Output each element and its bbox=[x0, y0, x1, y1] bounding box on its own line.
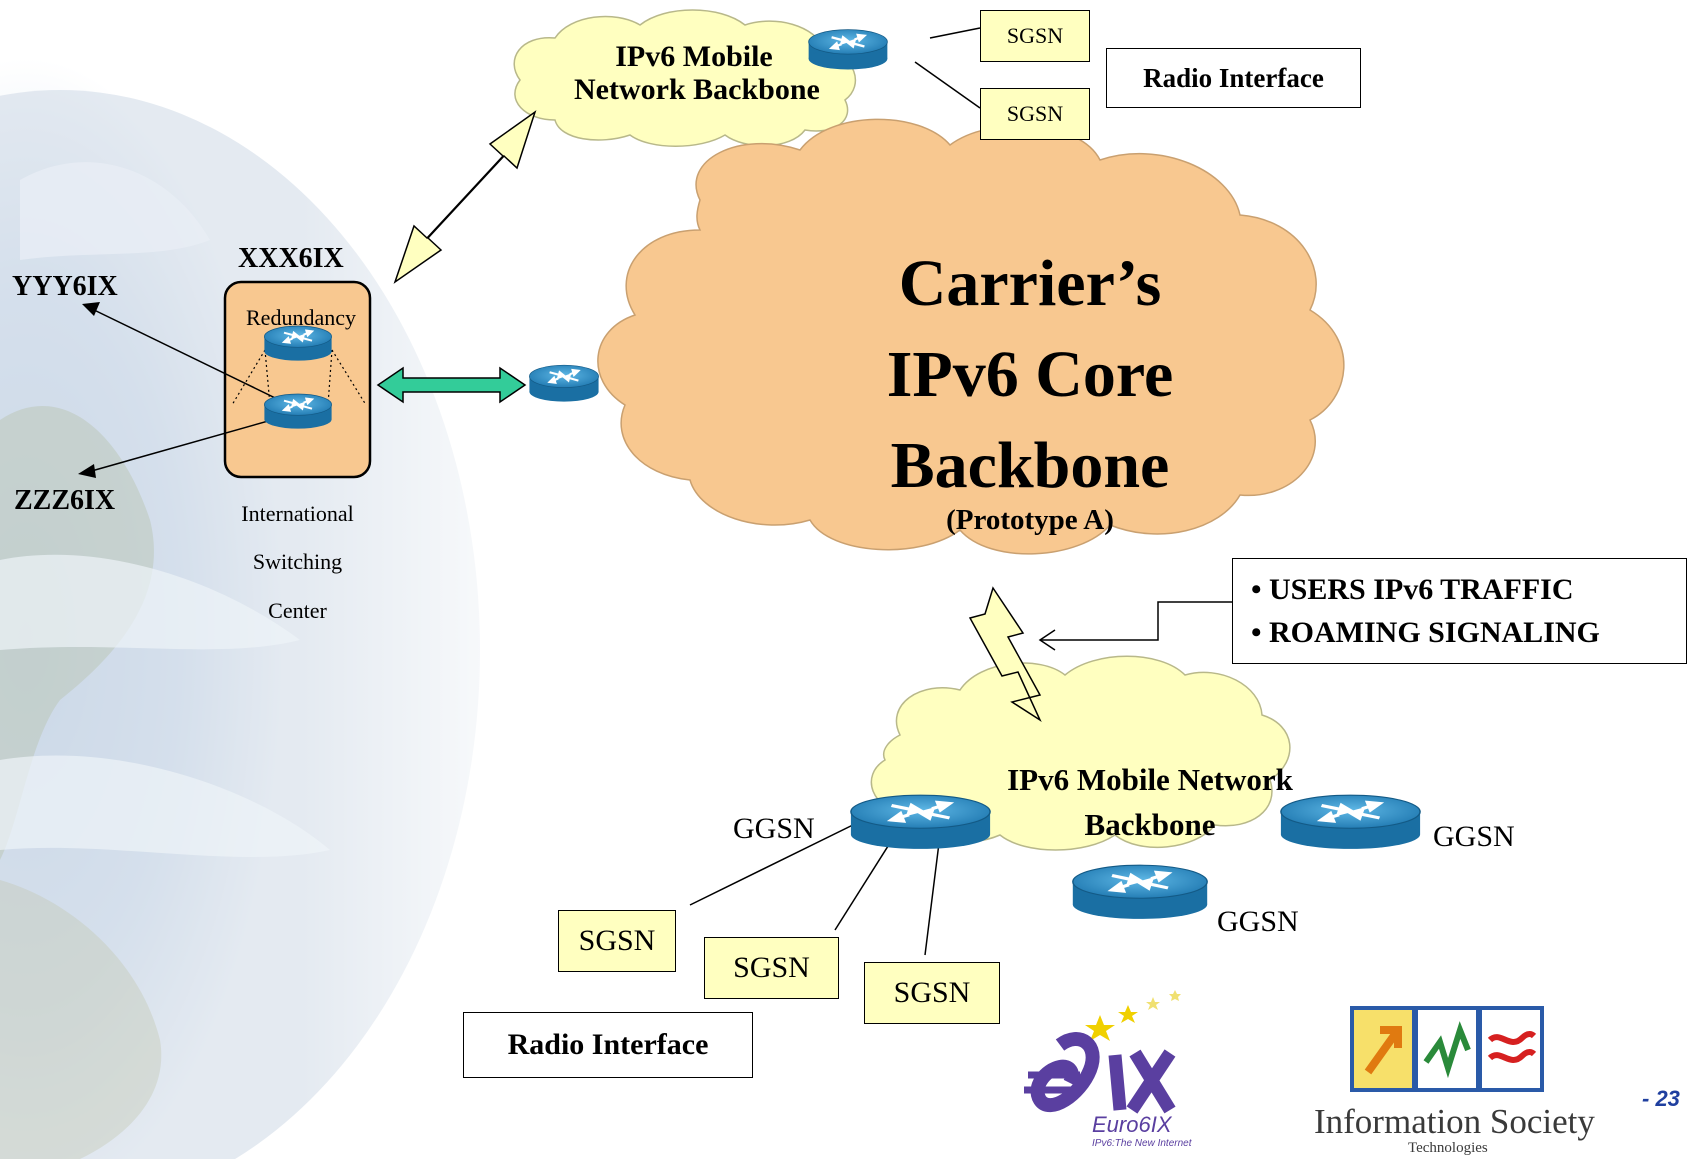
top-sgsn-label-1: SGSN bbox=[1006, 23, 1064, 48]
euro6ix-name: Euro6IX bbox=[1092, 1112, 1172, 1137]
isc-container bbox=[223, 280, 372, 479]
link-top-router-sgsn-1 bbox=[929, 27, 981, 39]
ist-logo: Information Society Technologies bbox=[1300, 1000, 1620, 1159]
ggsn-label-left: GGSN bbox=[733, 812, 815, 845]
bottom-sgsn-box-3: SGSN bbox=[864, 962, 1000, 1024]
isc-title: XXX6IX bbox=[238, 243, 344, 274]
router-top-cloud-icon bbox=[808, 29, 888, 70]
peer-zzz6ix: ZZZ6IX bbox=[14, 485, 116, 516]
router-core-edge-icon bbox=[529, 364, 599, 402]
bottom-cloud-line2: Backbone bbox=[1084, 806, 1216, 842]
router-isc-1-icon bbox=[264, 325, 332, 361]
link-ggsn-sgsn-3 bbox=[924, 834, 941, 956]
link-ggsn-sgsn-2 bbox=[834, 834, 896, 931]
router-ggsn-left-icon bbox=[849, 794, 991, 849]
bottom-sgsn-box-1: SGSN bbox=[558, 910, 676, 972]
top-sgsn-box-2: SGSN bbox=[980, 88, 1090, 140]
ggsn-label-right: GGSN bbox=[1433, 820, 1515, 853]
bottom-sgsn-label-2: SGSN bbox=[733, 951, 810, 984]
radio-interface-bottom: Radio Interface bbox=[463, 1012, 753, 1078]
isc-redundancy-label: Redundancy bbox=[246, 305, 356, 330]
ist-name: Information Society bbox=[1314, 1102, 1595, 1141]
euro6ix-logo: Euro6IX IPv6:The New Internet bbox=[1020, 975, 1290, 1159]
ist-subtitle: Technologies bbox=[1408, 1140, 1488, 1156]
link-to-yyy6ix bbox=[89, 307, 301, 411]
radio-interface-bottom-label: Radio Interface bbox=[507, 1028, 709, 1061]
euro6ix-logo-mark bbox=[1024, 990, 1181, 1114]
ggsn-label-bottom: GGSN bbox=[1217, 905, 1299, 938]
top-cloud-line2: Network Backbone bbox=[574, 73, 820, 106]
traffic-note-line2: • ROAMING SIGNALING bbox=[1251, 616, 1600, 649]
top-sgsn-box-1: SGSN bbox=[980, 10, 1090, 62]
isc-caption-line1: International bbox=[241, 501, 354, 526]
core-line1: Carrier’s bbox=[898, 247, 1162, 320]
traffic-note-line1: • USERS IPv6 TRAFFIC bbox=[1251, 572, 1574, 606]
core-subtitle: (Prototype A) bbox=[946, 504, 1114, 536]
radio-interface-top-label: Radio Interface bbox=[1143, 62, 1324, 93]
core-label: Carrier’s IPv6 Core Backbone bbox=[820, 238, 1240, 511]
double-arrow-top bbox=[393, 110, 537, 284]
peer-yyy6ix: YYY6IX bbox=[12, 271, 118, 302]
traffic-note-box: • USERS IPv6 TRAFFIC • ROAMING SIGNALING bbox=[1232, 558, 1687, 664]
traffic-callout-arrowhead bbox=[1038, 629, 1056, 651]
bottom-sgsn-label-3: SGSN bbox=[893, 976, 971, 1009]
double-arrow-green bbox=[376, 366, 527, 404]
page-number: - 23 bbox=[1642, 1086, 1680, 1111]
top-sgsn-label-2: SGSN bbox=[1006, 101, 1064, 126]
router-ggsn-right-icon bbox=[1279, 794, 1421, 849]
link-top-router-sgsn-2 bbox=[914, 61, 981, 109]
isc-caption-line2: Switching bbox=[252, 549, 343, 575]
euro6ix-tagline: IPv6:The New Internet bbox=[1092, 1138, 1192, 1149]
bottom-cloud-line1: IPv6 Mobile Network bbox=[1007, 762, 1293, 797]
radio-interface-top: Radio Interface bbox=[1106, 48, 1361, 108]
core-line2: IPv6 Core bbox=[886, 338, 1174, 412]
top-cloud-label: IPv6 Mobile Network Backbone bbox=[574, 40, 820, 106]
arrowhead-yyy6ix bbox=[82, 302, 100, 316]
router-isc-2-icon bbox=[264, 393, 332, 429]
double-arrow-bottom bbox=[968, 586, 1042, 723]
link-ggsn-sgsn-1 bbox=[689, 819, 864, 906]
link-to-zzz6ix bbox=[87, 411, 301, 473]
isc-caption: International Switching Center bbox=[200, 490, 395, 635]
top-cloud-line1: IPv6 Mobile bbox=[615, 40, 773, 73]
ist-logo-mark bbox=[1350, 1006, 1544, 1092]
core-line3: Backbone bbox=[890, 429, 1170, 503]
bottom-sgsn-label-1: SGSN bbox=[578, 924, 656, 957]
isc-caption-line3: Center bbox=[268, 597, 327, 623]
traffic-callout-line bbox=[1040, 601, 1232, 641]
bottom-cloud-label: IPv6 Mobile Network Backbone bbox=[960, 758, 1340, 848]
router-ggsn-bottom-icon bbox=[1072, 864, 1208, 919]
bottom-sgsn-box-2: SGSN bbox=[704, 937, 839, 999]
arrowhead-zzz6ix bbox=[78, 464, 96, 478]
top-mobile-backbone-cloud bbox=[513, 9, 856, 147]
globe-background bbox=[0, 0, 560, 1159]
